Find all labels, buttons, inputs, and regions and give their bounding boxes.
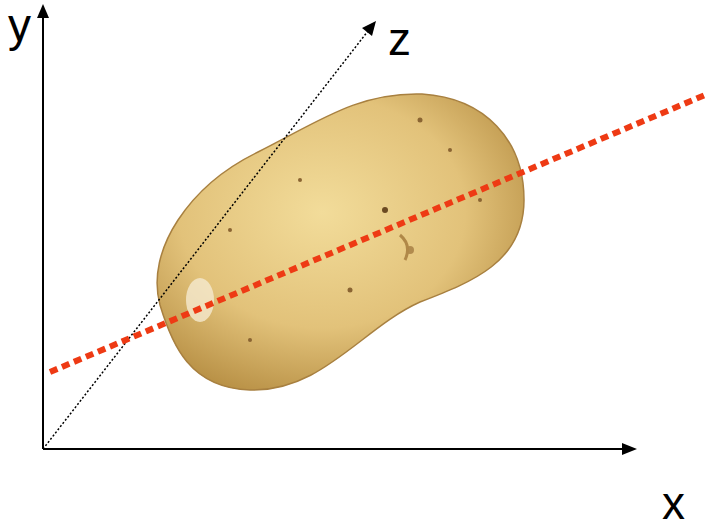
potato-illustration — [157, 94, 524, 390]
axis-label: y — [8, 2, 31, 48]
axis-label: z — [388, 16, 411, 62]
axis-label: x — [662, 480, 685, 526]
